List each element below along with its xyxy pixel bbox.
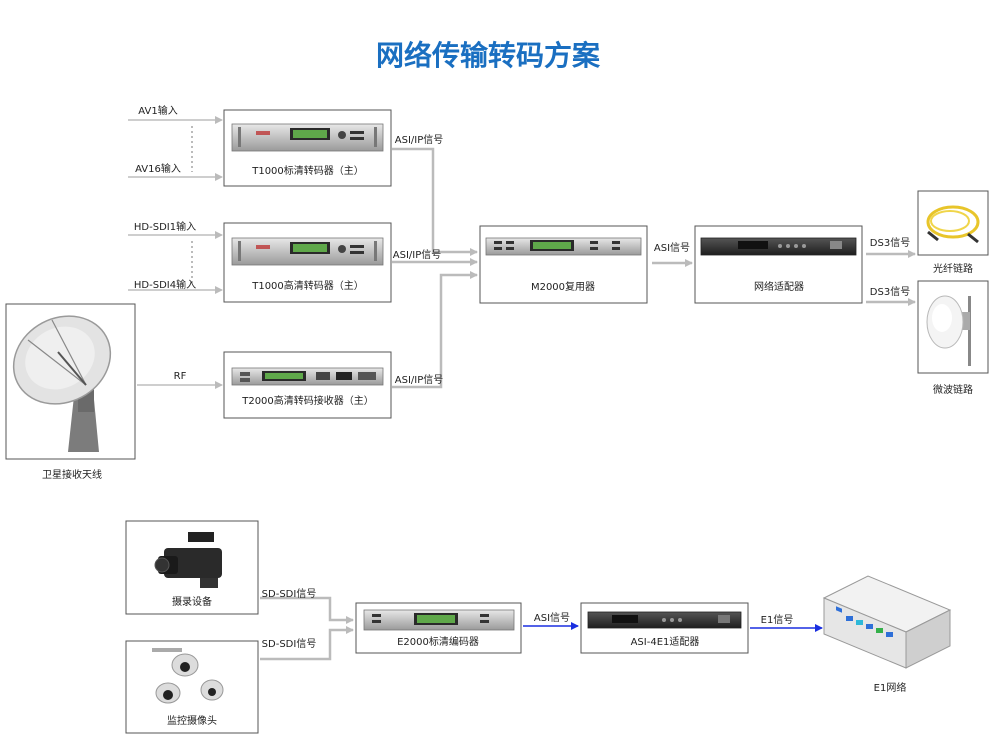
signal-e1: E1信号	[761, 614, 794, 626]
e2000-caption: E2000标清编码器	[397, 635, 479, 648]
signal-asiip-2: ASI/IP信号	[393, 249, 442, 261]
m2000-caption: M2000复用器	[531, 280, 595, 293]
adapter-caption: 网络适配器	[754, 280, 804, 293]
signal-asi-1: ASI信号	[654, 242, 690, 254]
t1000-sd-caption: T1000标清转码器（主）	[251, 164, 364, 177]
signal-ds3-2: DS3信号	[870, 286, 910, 298]
top-connectors	[128, 116, 916, 389]
e2000-encoder: E2000标清编码器	[355, 602, 522, 654]
input-av16-label: AV16输入	[135, 162, 181, 175]
t2000-receiver: T2000高清转码接收器（主）	[223, 351, 392, 419]
bottom-connectors	[260, 596, 823, 661]
asi4e1-adapter: ASI-4E1适配器	[580, 602, 749, 654]
m2000-multiplexer: M2000复用器	[479, 225, 648, 304]
e1-network-caption: E1网络	[874, 681, 907, 694]
signal-asi-2: ASI信号	[534, 612, 570, 624]
microwave-link: 微波链路	[917, 280, 989, 396]
camcorder: 摄录设备	[125, 520, 259, 615]
t1000-sd-transcoder: T1000标清转码器（主）	[223, 109, 392, 187]
t1000-hd-caption: T1000高清转码器（主）	[251, 279, 364, 292]
page-title: 网络传输转码方案	[376, 39, 601, 72]
satellite-antenna: 卫星接收天线	[5, 303, 136, 481]
network-adapter: 网络适配器	[694, 225, 863, 304]
signal-ds3-1: DS3信号	[870, 237, 910, 249]
signal-sdsdi-2: SD-SDI信号	[262, 638, 317, 650]
e1-network: E1网络	[822, 575, 952, 694]
microwave-caption: 微波链路	[933, 383, 973, 396]
t1000-hd-transcoder: T1000高清转码器（主）	[223, 222, 392, 303]
surveillance-caption: 监控摄像头	[167, 714, 217, 727]
input-rf-label: RF	[174, 371, 187, 382]
t2000-caption: T2000高清转码接收器（主）	[241, 394, 374, 407]
signal-asiip-3: ASI/IP信号	[395, 374, 444, 386]
fiber-link: 光纤链路	[917, 190, 989, 275]
satellite-caption: 卫星接收天线	[42, 468, 102, 481]
input-hdsdi1-label: HD-SDI1输入	[134, 220, 196, 233]
input-hdsdi4-label: HD-SDI4输入	[134, 278, 196, 291]
surveillance-cameras: 监控摄像头	[125, 640, 259, 734]
camcorder-caption: 摄录设备	[172, 595, 212, 608]
asi4e1-caption: ASI-4E1适配器	[631, 636, 700, 648]
signal-sdsdi-1: SD-SDI信号	[262, 588, 317, 600]
fiber-caption: 光纤链路	[933, 262, 973, 275]
input-av1-label: AV1输入	[138, 104, 177, 117]
signal-asiip-1: ASI/IP信号	[395, 134, 444, 146]
